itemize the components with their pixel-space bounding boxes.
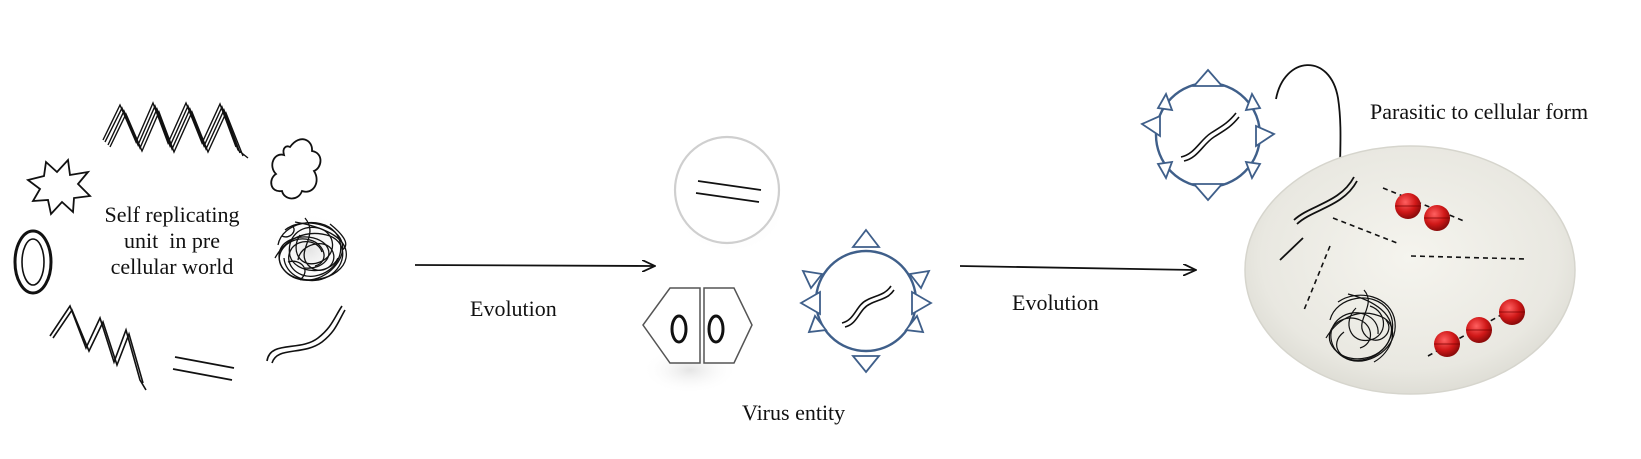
virus-particle-icon — [1140, 68, 1276, 202]
evolution-label-2: Evolution — [1012, 290, 1099, 315]
hexagon-capsid-icon — [642, 287, 753, 394]
evolution-arrow-1 — [414, 265, 654, 266]
double-line-icon — [172, 356, 235, 381]
oval-capsule-icon — [673, 135, 786, 254]
cell-icon — [1244, 145, 1576, 395]
ribosome-icon — [1434, 299, 1525, 357]
curved-strand-icon — [266, 305, 346, 364]
cloud-blob-icon — [270, 138, 322, 200]
star-burst-icon — [25, 157, 92, 216]
infection-arrow — [1275, 64, 1341, 172]
self-replicating-line-3: cellular world — [110, 254, 234, 279]
parasitic-label: Parasitic to cellular form — [1370, 99, 1589, 124]
evolution-label-1: Evolution — [470, 296, 557, 321]
zigzag-strand-icon — [49, 304, 147, 391]
self-replicating-label: Self replicating unit in pre cellular wo… — [72, 202, 272, 280]
tangled-coil-icon — [268, 212, 352, 288]
virus-entity-cluster — [642, 135, 933, 394]
ring-icon — [13, 229, 53, 295]
self-replicating-line-2: unit in pre — [124, 228, 220, 253]
precellular-cluster — [13, 101, 352, 391]
self-replicating-line-1: Self replicating — [104, 202, 240, 227]
virus-particle-icon — [799, 228, 933, 374]
parasitic-cluster — [1140, 64, 1576, 395]
spring-coil-icon — [102, 101, 249, 159]
virus-entity-label: Virus entity — [742, 400, 846, 425]
tangled-coil-icon — [1325, 289, 1396, 363]
ribosome-icon — [1395, 193, 1450, 231]
evolution-arrow-2 — [959, 266, 1195, 270]
